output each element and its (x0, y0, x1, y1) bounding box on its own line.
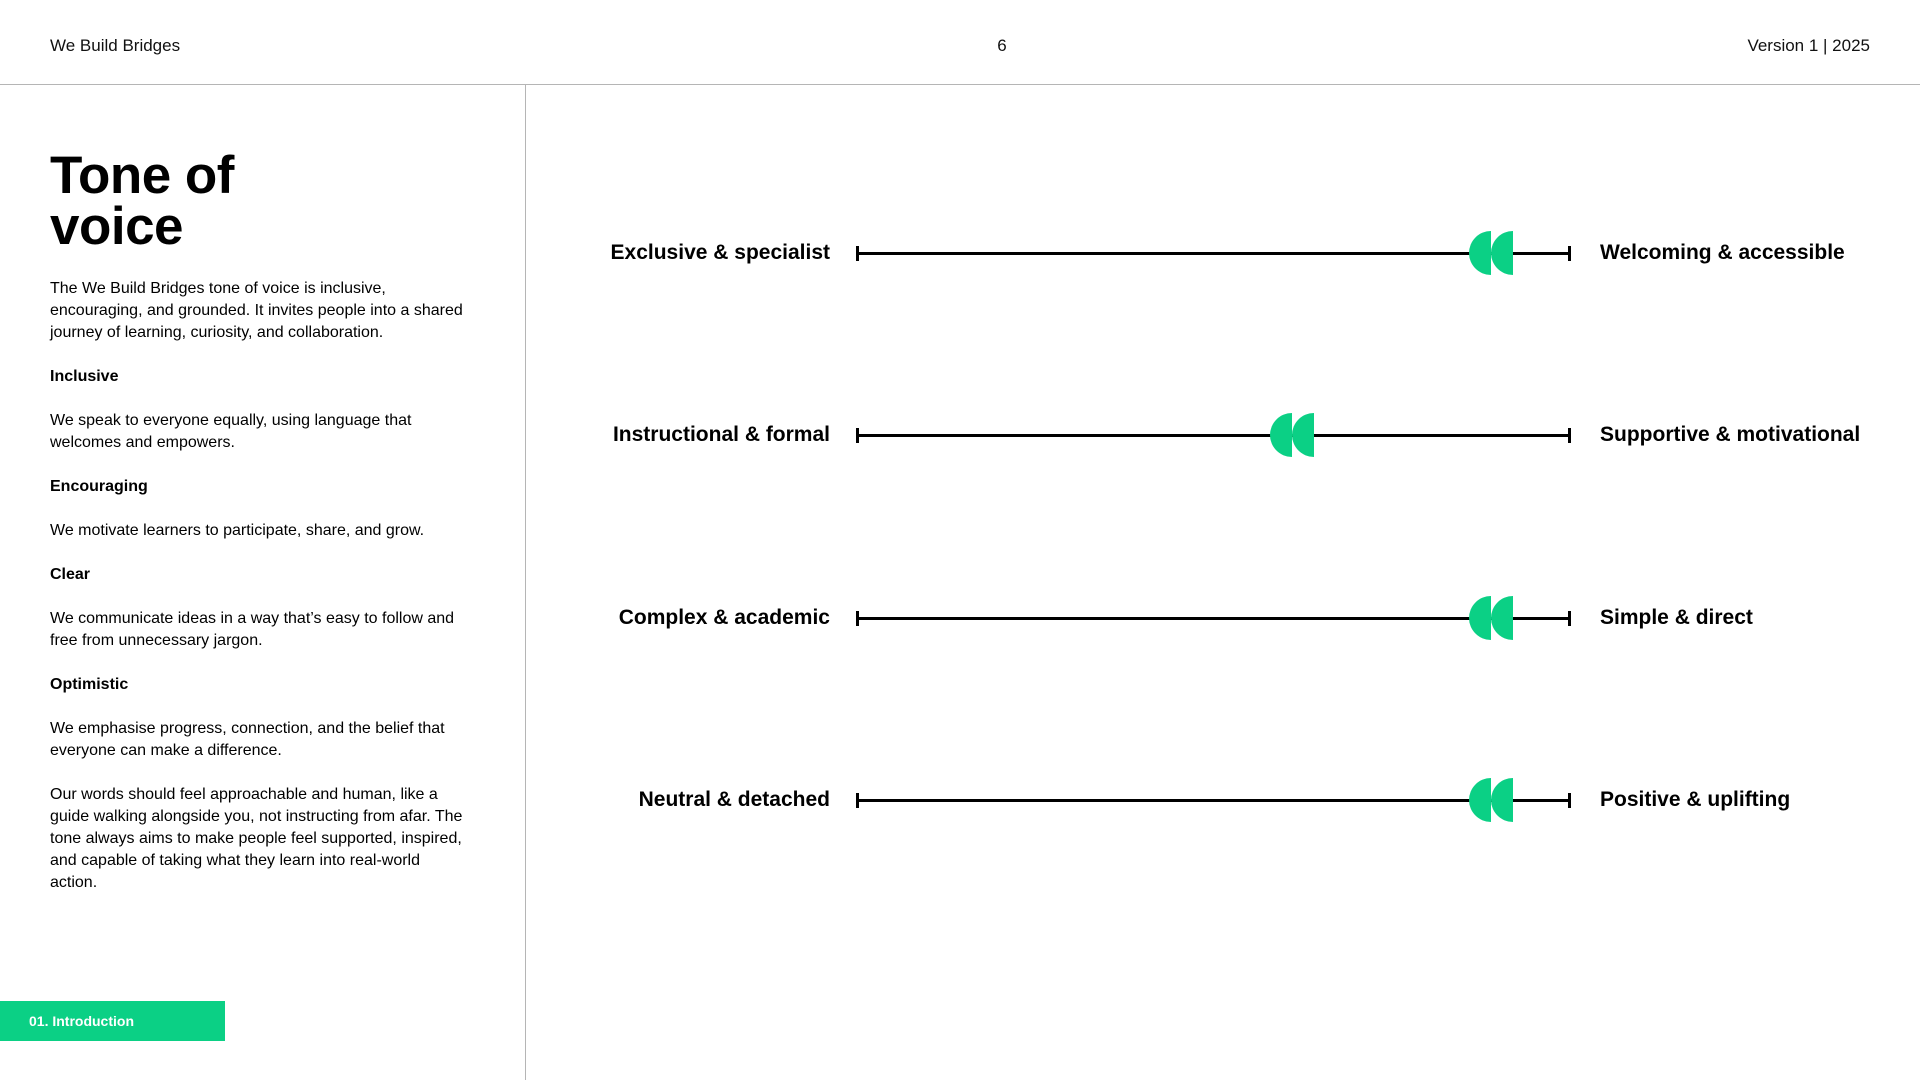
scale-left-label: Instructional & formal (612, 423, 830, 446)
scale-left-cap (856, 246, 859, 261)
section-body-optimistic: We emphasise progress, connection, and t… (50, 720, 445, 759)
page-title: Tone of voice (50, 146, 234, 256)
scale-left-cap (856, 793, 859, 808)
scale-right-cap (1568, 428, 1571, 443)
scale-right-cap (1568, 246, 1571, 261)
scale-left-label: Exclusive & specialist (610, 241, 830, 264)
scale-right-label: Positive & uplifting (1600, 788, 1791, 811)
scale-right-label: Simple & direct (1600, 606, 1753, 629)
scale-right-cap (1568, 611, 1571, 626)
scale-left-cap (856, 428, 859, 443)
scale-track (856, 799, 1570, 802)
scale-right-label: Supportive & motivational (1600, 423, 1861, 446)
closing-paragraph: Our words should feel approachable and h… (50, 786, 463, 891)
quote-marker-icon (1469, 596, 1514, 640)
section-heading-optimistic: Optimistic (50, 676, 129, 693)
brand-name: We Build Bridges (50, 36, 181, 55)
scale-row: Complex & academic Simple & direct (0, 588, 1920, 648)
left-panel: Tone of voice The We Build Bridges tone … (50, 146, 470, 894)
vertical-divider (525, 85, 526, 1080)
page-number: 6 (997, 36, 1007, 55)
scale-row: Exclusive & specialist Welcoming & acces… (0, 223, 1920, 283)
scale-track (856, 252, 1570, 255)
section-heading-encouraging: Encouraging (50, 478, 148, 495)
scale-right-label: Welcoming & accessible (1600, 241, 1845, 264)
scale-track (856, 434, 1570, 437)
scale-row: Neutral & detached Positive & uplifting (0, 770, 1920, 830)
section-body-inclusive: We speak to everyone equally, using lang… (50, 412, 412, 451)
scale-right-cap (1568, 793, 1571, 808)
quote-marker-icon (1269, 413, 1314, 457)
quote-marker-icon (1469, 778, 1514, 822)
quote-marker-icon (1469, 231, 1514, 275)
section-heading-inclusive: Inclusive (50, 368, 119, 385)
section-tag: 01. Introduction (0, 1001, 225, 1041)
scale-left-label: Complex & academic (618, 606, 830, 629)
section-body-clear: We communicate ideas in a way that’s eas… (50, 610, 455, 649)
section-heading-clear: Clear (50, 566, 91, 583)
scale-row: Instructional & formal Supportive & moti… (0, 405, 1920, 465)
version-label: Version 1 | 2025 (1747, 36, 1870, 55)
page-header: We Build Bridges 6 Version 1 | 2025 (0, 0, 1920, 85)
scale-track (856, 617, 1570, 620)
scale-left-cap (856, 611, 859, 626)
intro-paragraph: The We Build Bridges tone of voice is in… (50, 280, 463, 341)
scale-left-label: Neutral & detached (638, 788, 830, 811)
section-body-encouraging: We motivate learners to participate, sha… (50, 522, 425, 539)
